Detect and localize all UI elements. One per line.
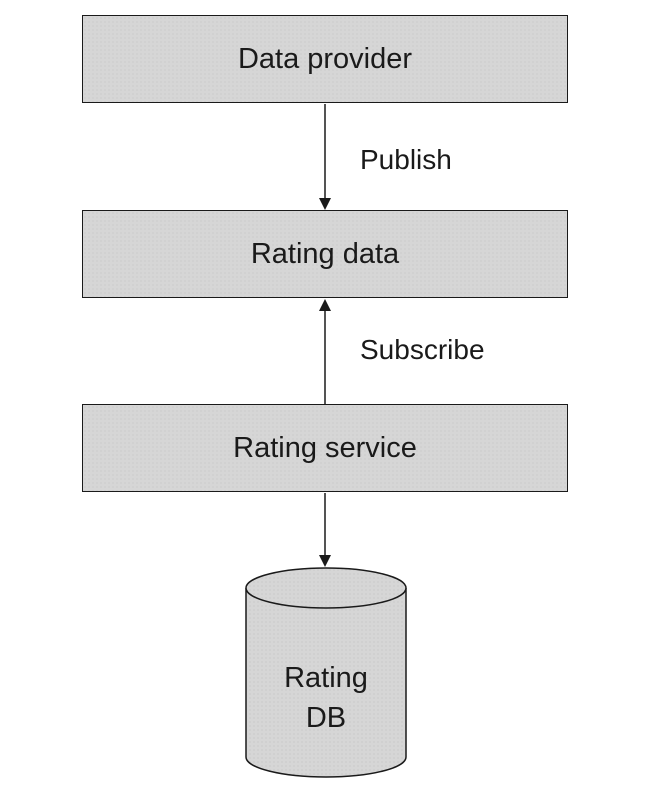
rating-data-node: Rating data [82,210,568,298]
subscribe-arrow [319,299,331,404]
store-arrow [319,493,331,567]
rating-service-label: Rating service [233,431,417,464]
rating-service-node: Rating service [82,404,568,492]
rating-data-label: Rating data [250,237,400,270]
publish-label: Publish [360,144,452,175]
subscribe-label: Subscribe [360,334,485,365]
data-provider-label: Data provider [237,42,413,75]
database-cylinder [245,567,407,778]
rating-db-label-line2: DB [305,702,347,734]
rating-db-label: Rating DB [246,658,406,738]
rating-db-label-line1: Rating [284,662,368,694]
data-provider-node: Data provider [82,15,568,103]
publish-arrow [319,104,331,210]
